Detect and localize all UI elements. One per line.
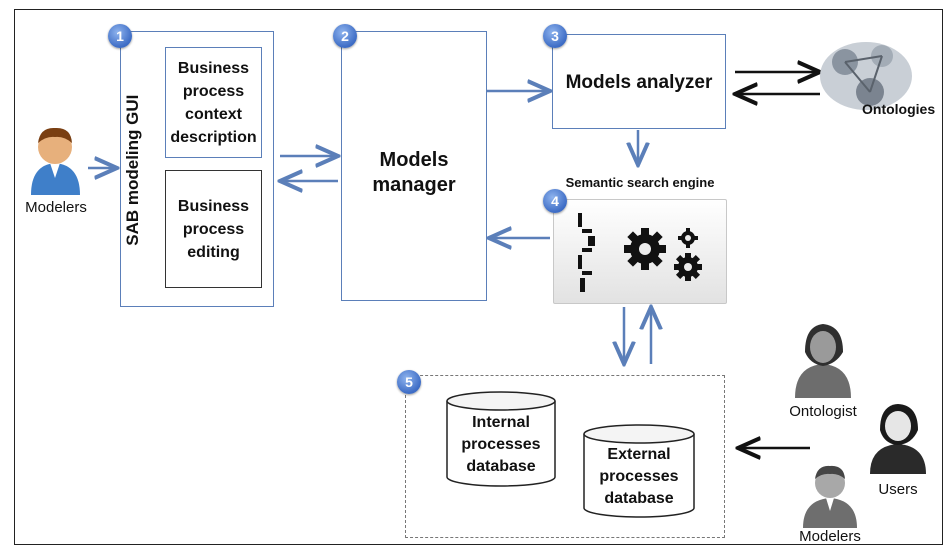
context-line-2: process xyxy=(182,83,245,100)
diagram-frame xyxy=(14,9,943,545)
ontologies-label: Ontologies xyxy=(862,101,936,117)
modeler-person-icon-left xyxy=(31,127,80,195)
internal-db-line-1: Internal xyxy=(472,414,530,431)
editing-line-2: process xyxy=(182,221,245,238)
context-line-4: description xyxy=(170,129,257,146)
process-flow-icon xyxy=(578,213,595,292)
editing-line-1: Business xyxy=(177,198,250,215)
ontologies-link-3 xyxy=(844,61,871,93)
editing-line-3: editing xyxy=(187,244,240,261)
models-analyzer-box xyxy=(552,34,726,129)
models-analyzer-title: Models analyzer xyxy=(565,72,713,93)
badge-1: 1 xyxy=(108,24,132,48)
context-line-1: Business xyxy=(177,60,250,77)
gears-icon xyxy=(624,228,702,281)
models-manager-line-2: manager xyxy=(372,174,456,196)
ontologies-link-1 xyxy=(844,55,883,63)
models-manager-line-1: Models xyxy=(379,149,449,171)
ontologies-link-2 xyxy=(869,55,883,93)
badge-2: 2 xyxy=(333,24,357,48)
internal-db-cylinder xyxy=(446,391,556,487)
external-db-cylinder xyxy=(583,424,695,518)
modeler-person-icon-right xyxy=(803,465,857,528)
users-label: Users xyxy=(878,481,918,498)
internal-db-label: Internal processes database xyxy=(447,412,555,478)
external-db-line-3: database xyxy=(604,490,674,507)
internal-db-line-3: database xyxy=(466,458,536,475)
ontologist-person-icon xyxy=(795,324,851,398)
context-line-3: context xyxy=(185,106,242,123)
process-editing-box: Business process editing xyxy=(165,170,262,288)
modelers-right-label: Modelers xyxy=(799,528,861,545)
context-description-box: Business process context description xyxy=(165,47,262,158)
external-db-line-1: External xyxy=(607,446,671,463)
external-db-line-2: processes xyxy=(599,468,679,485)
badge-4: 4 xyxy=(543,189,567,213)
users-person-icon xyxy=(870,404,926,474)
badge-3: 3 xyxy=(543,24,567,48)
models-manager-title: Models manager xyxy=(341,148,487,198)
search-engine-title: Semantic search engine xyxy=(565,175,715,190)
external-db-label: External processes database xyxy=(584,444,694,510)
modelers-left-label: Modelers xyxy=(25,199,87,216)
badge-5: 5 xyxy=(397,370,421,394)
models-manager-box xyxy=(341,31,487,301)
internal-db-line-2: processes xyxy=(461,436,541,453)
ontologist-label: Ontologist xyxy=(789,403,857,420)
